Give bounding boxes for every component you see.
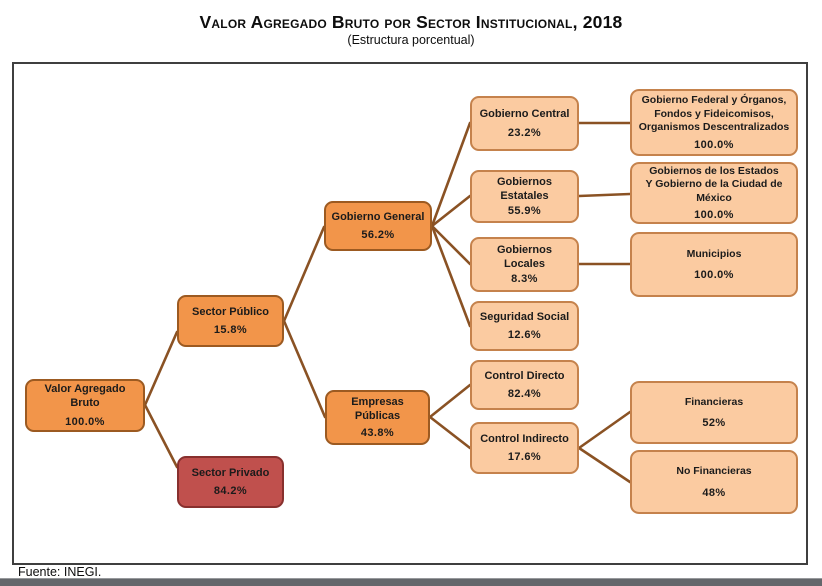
node-gobierno-federal: Gobierno Federal y Órganos, Fondos y Fid… xyxy=(630,89,798,156)
diagram-frame: Valor Agregado Bruto 100.0% Sector Públi… xyxy=(12,62,808,565)
horizontal-scrollbar[interactable] xyxy=(0,578,822,586)
node-gobierno-general: Gobierno General 56.2% xyxy=(324,201,432,251)
node-value: 82.4% xyxy=(507,388,542,401)
node-seguridad-social: Seguridad Social 12.6% xyxy=(470,301,579,351)
node-label: Empresas Públicas xyxy=(351,396,404,422)
node-label: Financieras xyxy=(684,395,744,408)
node-label: Valor Agregado Bruto xyxy=(44,383,126,409)
node-label: Gobiernos Locales xyxy=(496,243,552,270)
node-control-indirecto: Control Indirecto 17.6% xyxy=(470,422,579,474)
page-title: Valor Agregado Bruto por Sector Instituc… xyxy=(199,12,623,32)
node-sector-privado: Sector Privado 84.2% xyxy=(177,456,284,508)
node-value: 52% xyxy=(702,417,726,430)
node-label: Control Indirecto xyxy=(480,432,569,445)
node-value: 100.0% xyxy=(694,138,734,151)
node-value: 100.0% xyxy=(694,209,734,222)
source-note: Fuente: INEGI. xyxy=(18,565,102,579)
node-gobiernos-estados: Gobiernos de los Estados Y Gobierno de l… xyxy=(630,162,798,224)
node-municipios: Municipios 100.0% xyxy=(630,232,798,297)
node-value: 23.2% xyxy=(507,126,542,139)
node-gobiernos-estatales: Gobiernos Estatales 55.9% xyxy=(470,170,579,223)
node-value: 55.9% xyxy=(507,205,542,218)
node-label: Gobierno Central xyxy=(479,108,570,121)
node-sector-publico: Sector Público 15.8% xyxy=(177,295,284,347)
node-value: 84.2% xyxy=(213,485,248,498)
node-value: 100.0% xyxy=(65,415,105,428)
node-label: Control Directo xyxy=(484,369,565,382)
node-gobierno-central: Gobierno Central 23.2% xyxy=(470,96,579,151)
node-no-financieras: No Financieras 48% xyxy=(630,450,798,514)
node-label: Gobierno General xyxy=(331,210,425,223)
node-value: 8.3% xyxy=(511,273,538,286)
node-financieras: Financieras 52% xyxy=(630,381,798,444)
node-label: Seguridad Social xyxy=(479,310,570,323)
node-gobiernos-locales: Gobiernos Locales 8.3% xyxy=(470,237,579,292)
node-label: Sector Público xyxy=(191,305,270,318)
node-valor-agregado-bruto: Valor Agregado Bruto 100.0% xyxy=(25,379,145,432)
node-control-directo: Control Directo 82.4% xyxy=(470,360,579,410)
node-value: 17.6% xyxy=(507,451,542,464)
node-value: 100.0% xyxy=(694,269,734,282)
node-value: 43.8% xyxy=(360,426,395,439)
page-subtitle: (Estructura porcentual) xyxy=(347,33,475,47)
node-label: Gobiernos Estatales xyxy=(496,175,552,202)
node-value: 56.2% xyxy=(361,229,395,242)
node-label: No Financieras xyxy=(676,465,752,478)
node-value: 48% xyxy=(702,486,726,499)
connector-lines xyxy=(143,121,632,484)
node-value: 15.8% xyxy=(213,324,248,337)
node-label: Sector Privado xyxy=(191,466,270,479)
node-label: Municipios xyxy=(686,247,742,260)
node-label: Gobierno Federal y Órganos, Fondos y Fid… xyxy=(638,94,790,134)
node-empresas-publicas: Empresas Públicas 43.8% xyxy=(325,390,430,445)
node-label: Gobiernos de los Estados Y Gobierno de l… xyxy=(645,164,783,204)
node-value: 12.6% xyxy=(507,329,542,342)
